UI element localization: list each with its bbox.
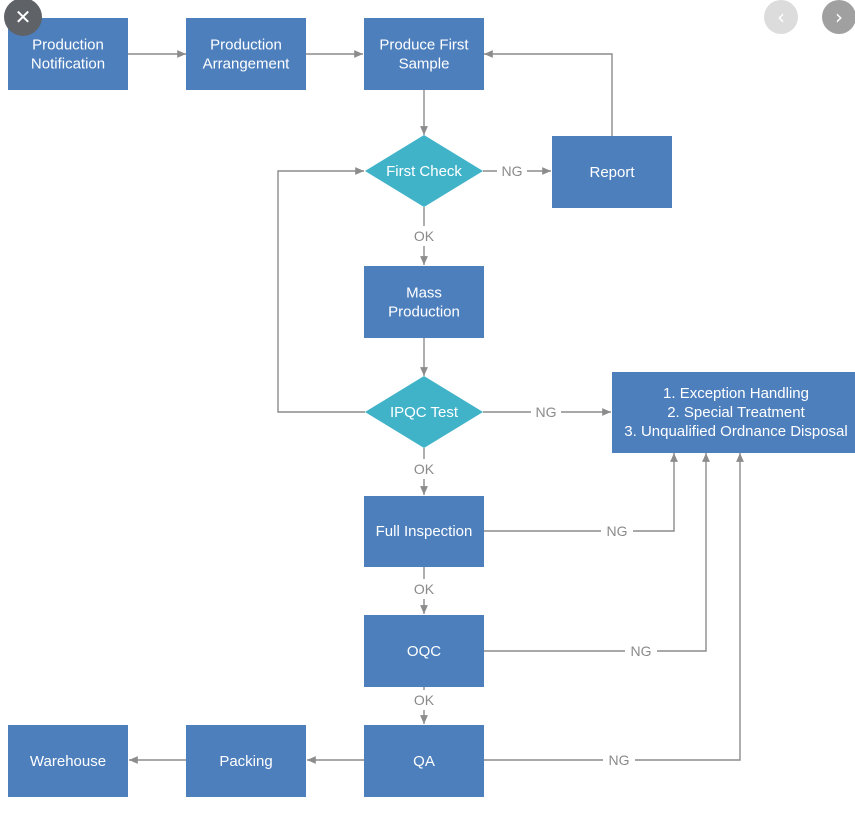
node-label: First Check	[386, 163, 462, 180]
edge-ipqc-loop-to-first-check	[277, 167, 365, 413]
node-label-line: Arrangement	[203, 56, 291, 73]
node-label-line: Production	[32, 37, 104, 54]
process-box	[364, 266, 484, 338]
edge-qa-to-exception	[483, 453, 744, 761]
process-box	[364, 18, 484, 90]
process-box	[552, 136, 672, 208]
process-box	[186, 725, 306, 797]
node-report: Report	[552, 136, 672, 208]
node-first-check: First Check	[365, 135, 483, 207]
node-label: Full Inspection	[376, 523, 473, 540]
label-ipqc-ok: OK	[414, 461, 435, 477]
node-label-line: Warehouse	[30, 753, 106, 770]
node-label: QA	[413, 753, 435, 770]
node-qa: QA	[364, 725, 484, 797]
decision-diamond	[365, 376, 483, 448]
label-first-check-ng: NG	[502, 163, 523, 179]
label-full-inspection-ng: NG	[607, 523, 628, 539]
node-label: IPQC Test	[390, 404, 459, 421]
process-box	[364, 615, 484, 687]
label-ipqc-ng: NG	[536, 404, 557, 420]
node-label-line: Produce First	[379, 37, 469, 54]
edge-report-to-first-sample	[484, 50, 613, 136]
label-oqc-ng: NG	[631, 643, 652, 659]
node-label-line: Sample	[399, 56, 450, 73]
process-box	[364, 725, 484, 797]
node-label-line: Production	[388, 304, 460, 321]
node-label-line: First Check	[386, 163, 462, 180]
node-label-line: Production	[210, 37, 282, 54]
node-full-inspection: Full Inspection	[364, 496, 484, 567]
process-box	[364, 496, 484, 567]
node-label: OQC	[407, 643, 441, 660]
node-label-line: 1. Exception Handling	[663, 385, 809, 402]
node-label-line: QA	[413, 753, 435, 770]
next-button[interactable]: ›	[822, 0, 855, 34]
node-label-line: Report	[589, 164, 635, 181]
node-oqc: OQC	[364, 615, 484, 687]
node-warehouse: Warehouse	[8, 725, 128, 797]
node-label-line: 2. Special Treatment	[667, 404, 805, 421]
label-oqc-ok: OK	[414, 692, 435, 708]
chevron-right-icon: ›	[835, 5, 843, 29]
node-label-line: 3. Unqualified Ordnance Disposal	[624, 423, 847, 440]
label-first-check-ok: OK	[414, 228, 435, 244]
node-label-line: IPQC Test	[390, 404, 459, 421]
node-ipqc-test: IPQC Test	[365, 376, 483, 448]
label-qa-ng: NG	[609, 752, 630, 768]
node-label-line: Full Inspection	[376, 523, 473, 540]
label-full-inspection-ok: OK	[414, 581, 435, 597]
process-box	[186, 18, 306, 90]
edge-oqc-to-exception	[483, 453, 710, 652]
close-button[interactable]: ✕	[4, 0, 42, 36]
process-box	[612, 372, 855, 453]
node-label-line: Notification	[31, 56, 105, 73]
node-label-line: Mass	[406, 285, 442, 302]
node-label-line: OQC	[407, 643, 441, 660]
process-box	[8, 725, 128, 797]
close-icon: ✕	[14, 5, 32, 29]
edge-labels: NG OK NG OK NG OK NG OK NG	[408, 161, 657, 770]
previous-button[interactable]: ‹	[764, 0, 798, 34]
node-label-line: Packing	[219, 753, 272, 770]
node-packing: Packing	[186, 725, 306, 797]
node-label: Warehouse	[30, 753, 106, 770]
decision-diamond	[365, 135, 483, 207]
node-label: Report	[589, 164, 635, 181]
node-label: Packing	[219, 753, 272, 770]
node-label: 1. Exception Handling 2. Special Treatmen…	[624, 385, 847, 440]
node-exception-handling: 1. Exception Handling 2. Special Treatmen…	[612, 372, 855, 453]
edge-full-inspection-to-exception	[483, 453, 678, 532]
chevron-left-icon: ‹	[777, 5, 785, 29]
